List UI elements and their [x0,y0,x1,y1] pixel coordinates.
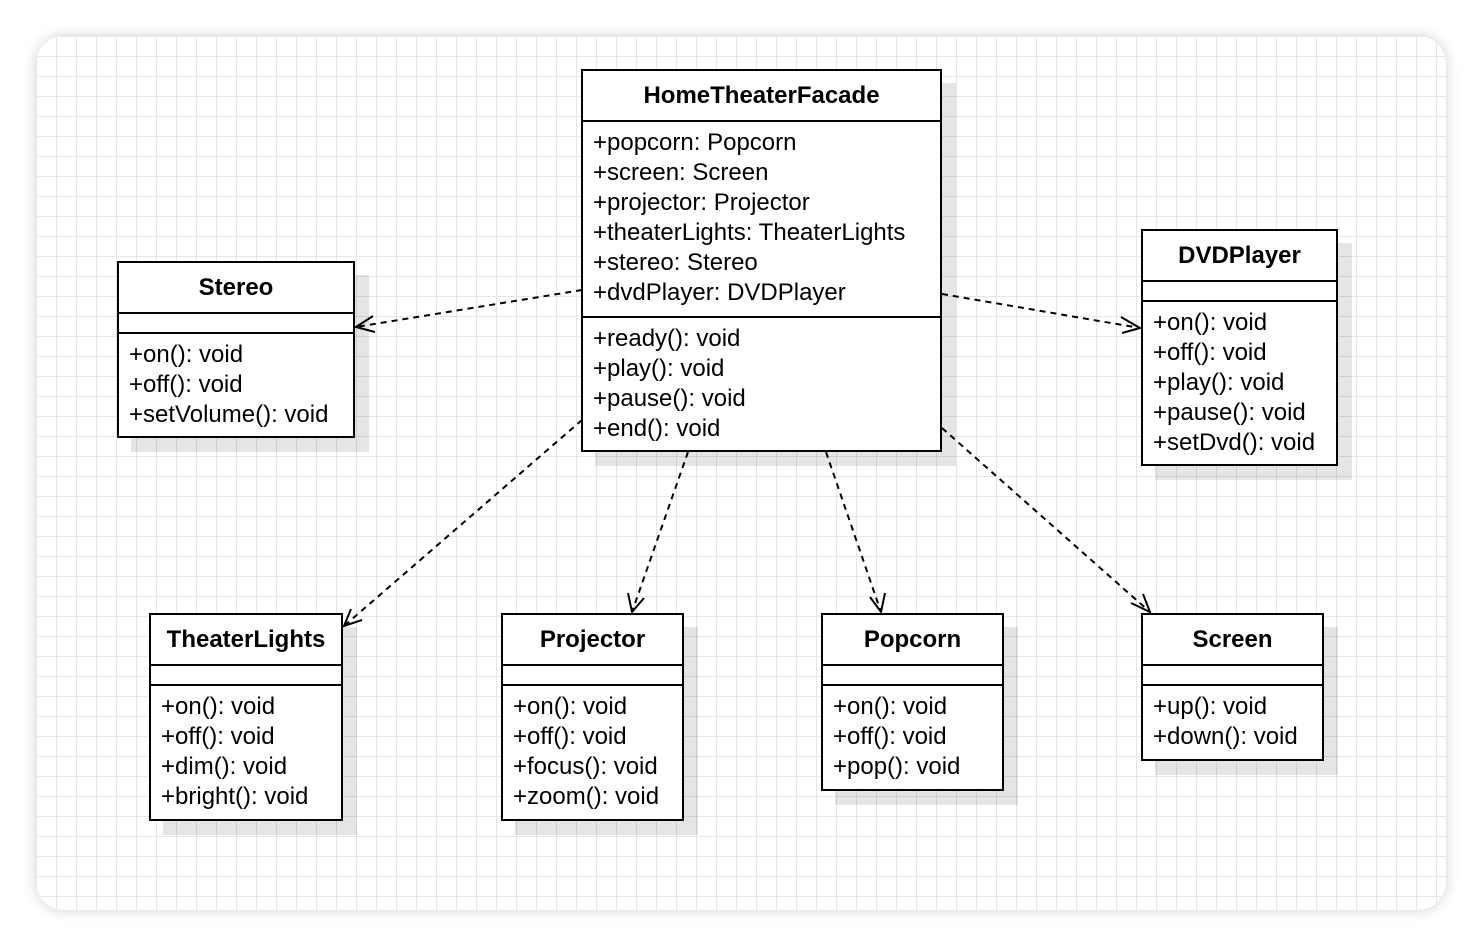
attributes-compartment [503,666,682,686]
operation: +end(): void [593,415,721,442]
class-name: Projector [503,615,682,666]
operation: +dim(): void [161,753,288,780]
operation: +bright(): void [161,783,309,810]
operation: +play(): void [1153,369,1285,396]
operations-compartment: +on(): void +off(): void +pop(): void [823,686,1002,782]
operation: +down(): void [1153,723,1298,750]
attribute: +stereo: Stereo [593,249,758,276]
operation: +ready(): void [593,325,741,352]
attribute: +popcorn: Popcorn [593,129,797,156]
class-projector[interactable]: Projector +on(): void +off(): void +focu… [501,613,684,821]
attributes-compartment [1143,282,1336,302]
operation: +pause(): void [1153,399,1306,426]
operation: +up(): void [1153,693,1268,720]
class-popcorn[interactable]: Popcorn +on(): void +off(): void +pop():… [821,613,1004,791]
operation: +on(): void [129,341,244,368]
operation: +on(): void [161,693,276,720]
operation: +on(): void [833,693,948,720]
operation: +off(): void [1153,339,1267,366]
class-screen[interactable]: Screen +up(): void +down(): void [1141,613,1324,761]
attribute: +dvdPlayer: DVDPlayer [593,279,846,306]
operation: +on(): void [1153,309,1268,336]
operation: +off(): void [161,723,275,750]
attributes-compartment: +popcorn: Popcorn +screen: Screen +proje… [583,122,940,318]
operation: +off(): void [129,371,243,398]
operation: +zoom(): void [513,783,660,810]
operation: +off(): void [513,723,627,750]
operations-compartment: +on(): void +off(): void +play(): void +… [1143,302,1336,458]
class-name: Stereo [119,263,353,314]
class-stereo[interactable]: Stereo +on(): void +off(): void +setVolu… [117,261,355,438]
operation: +focus(): void [513,753,658,780]
operations-compartment: +on(): void +off(): void +setVolume(): v… [119,334,353,430]
operation: +play(): void [593,355,725,382]
class-theater-lights[interactable]: TheaterLights +on(): void +off(): void +… [149,613,343,821]
class-dvd-player[interactable]: DVDPlayer +on(): void +off(): void +play… [1141,229,1338,466]
attributes-compartment [119,314,353,334]
attribute: +theaterLights: TheaterLights [593,219,906,246]
operation: +setDvd(): void [1153,429,1316,456]
operation: +pop(): void [833,753,961,780]
operations-compartment: +up(): void +down(): void [1143,686,1322,752]
attribute: +screen: Screen [593,159,769,186]
class-home-theater-facade[interactable]: HomeTheaterFacade +popcorn: Popcorn +scr… [581,69,942,452]
operations-compartment: +on(): void +off(): void +dim(): void +b… [151,686,341,812]
class-name: Popcorn [823,615,1002,666]
attributes-compartment [823,666,1002,686]
operations-compartment: +on(): void +off(): void +focus(): void … [503,686,682,812]
class-name: TheaterLights [151,615,341,666]
class-name: Screen [1143,615,1322,666]
class-name: HomeTheaterFacade [583,71,940,122]
attributes-compartment [151,666,341,686]
operation: +on(): void [513,693,628,720]
operation: +off(): void [833,723,947,750]
attribute: +projector: Projector [593,189,810,216]
attributes-compartment [1143,666,1322,686]
operation: +pause(): void [593,385,746,412]
operations-compartment: +ready(): void +play(): void +pause(): v… [583,318,940,444]
class-name: DVDPlayer [1143,231,1336,282]
operation: +setVolume(): void [129,401,329,428]
